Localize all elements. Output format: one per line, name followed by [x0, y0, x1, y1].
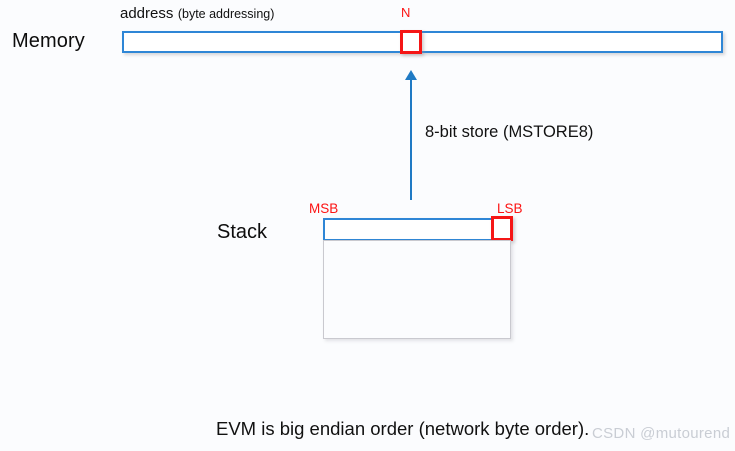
stack-lsb-byte-cell: [491, 216, 513, 241]
memory-target-byte-cell: [400, 30, 422, 54]
address-caption: address (byte addressing): [120, 6, 274, 22]
memory-bar: [122, 31, 723, 53]
address-note-label: (byte addressing): [177, 7, 275, 21]
stack-msb-label: MSB: [309, 201, 339, 216]
address-label: address: [120, 5, 174, 22]
store-arrow-head-icon: [405, 70, 417, 80]
memory-label: Memory: [12, 30, 85, 52]
stack-lsb-label: LSB: [497, 201, 523, 216]
stack-top-word: [323, 218, 495, 241]
memory-address-marker-label: N: [401, 5, 411, 20]
store-operation-label: 8-bit store (MSTORE8): [425, 123, 594, 141]
store-arrow-shaft-icon: [410, 78, 412, 200]
stack-body-box: [323, 240, 511, 339]
watermark: CSDN @mutourend: [592, 425, 731, 442]
diagram-caption: EVM is big endian order (network byte or…: [216, 418, 590, 439]
stack-label: Stack: [217, 221, 268, 243]
